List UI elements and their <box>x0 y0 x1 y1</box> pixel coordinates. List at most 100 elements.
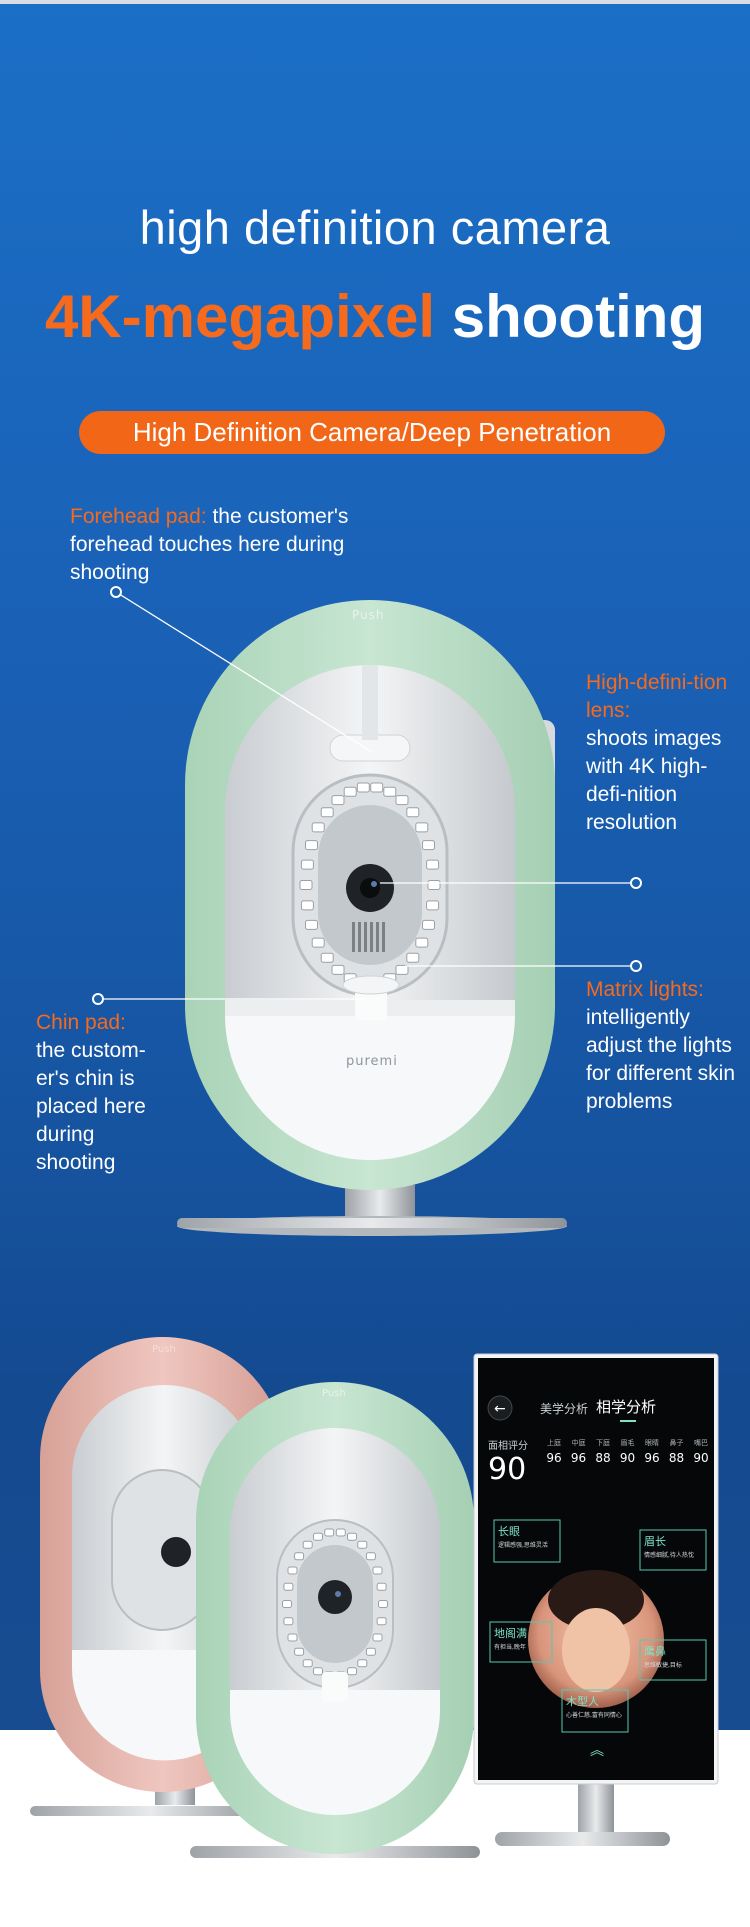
screen-tag-desc: 思维敏捷,目标 <box>644 1662 682 1669</box>
screen-metric-label: 嘴巴 <box>694 1439 708 1447</box>
screen-metric: 眼睛 96 <box>640 1438 664 1465</box>
screen-metric-label: 下庭 <box>596 1439 610 1447</box>
screen-tag-desc: 逻辑感强,思维灵活 <box>498 1542 548 1549</box>
led-light <box>370 782 384 793</box>
headline-highlight: 4K-megapixel <box>44 283 436 350</box>
led-light <box>422 840 435 851</box>
display-monitor: ← ︽ <box>473 1353 719 1846</box>
callout-lights: Matrix lights: intelligently adjust the … <box>586 976 736 1116</box>
led-light <box>283 1617 294 1626</box>
led-light <box>302 1540 313 1549</box>
callout-lights-text: intelligently adjust the lights for diff… <box>586 1006 736 1113</box>
screen-score-label: 面相评分 <box>488 1441 528 1452</box>
led-light <box>422 919 435 930</box>
screen-tab-aesthetic[interactable]: 美学分析 <box>540 1402 589 1416</box>
svg-text:Push: Push <box>152 1344 176 1355</box>
screen-tag-title: 长眼 <box>498 1525 520 1538</box>
led-light <box>300 859 314 870</box>
screen-metric-value: 88 <box>668 1451 685 1465</box>
led-light <box>376 1617 387 1626</box>
led-light <box>335 1528 346 1537</box>
screen-metric-label: 眼睛 <box>645 1439 659 1447</box>
led-light <box>311 822 325 833</box>
led-light <box>372 1633 383 1642</box>
screen-tag-title: 地阁满 <box>494 1627 527 1640</box>
screen-score: 90 <box>488 1452 527 1487</box>
led-light <box>287 1633 298 1642</box>
led-light <box>426 900 440 911</box>
screen-tag-desc: 情感细腻,待人热忱 <box>644 1552 694 1559</box>
led-light <box>357 1540 368 1549</box>
screen-metric: 上庭 96 <box>542 1438 566 1465</box>
led-light <box>347 1667 357 1676</box>
screen-metric-value: 96 <box>570 1451 587 1465</box>
screen-metric: 鼻子 88 <box>665 1438 689 1465</box>
leader-lines <box>98 591 636 1000</box>
lights-dot <box>630 960 642 972</box>
screen-metric-label: 上庭 <box>547 1439 561 1447</box>
chin-dot <box>92 993 104 1005</box>
led-light <box>406 807 420 818</box>
led-light <box>313 1667 323 1676</box>
led-light <box>287 1566 298 1575</box>
screen-metric-label: 眉毛 <box>620 1439 635 1447</box>
screen-metric: 嘴巴 90 <box>689 1438 713 1465</box>
chin-pad <box>342 975 400 995</box>
feature-badge: High Definition Camera/Deep Penetration <box>79 411 665 454</box>
screen-metric-label: 中庭 <box>571 1439 586 1447</box>
screen-metric-value: 96 <box>644 1451 660 1465</box>
led-light <box>415 822 429 833</box>
screen-tag-desc: 心善仁慈,富有同情心 <box>566 1712 622 1719</box>
led-light <box>426 859 440 870</box>
screen-metric-label: 鼻子 <box>669 1439 684 1447</box>
screen-tab-physiognomy[interactable]: 相学分析 <box>596 1398 657 1416</box>
headline-rest: shooting <box>435 283 706 350</box>
screen-metric-value: 96 <box>546 1451 562 1465</box>
callout-forehead: Forehead pad: the customer's forehead to… <box>70 503 400 587</box>
lens-dot <box>630 877 642 889</box>
led-light <box>415 937 429 948</box>
led-light <box>365 1552 376 1561</box>
led-light <box>395 795 409 806</box>
screen-metric-value: 90 <box>693 1451 709 1465</box>
push-label: Push <box>352 608 385 622</box>
led-light <box>383 786 397 797</box>
led-light <box>406 952 420 963</box>
headline-line2: 4K-megapixel shooting <box>0 282 750 351</box>
led-light <box>305 840 318 851</box>
matrix-lights <box>299 782 441 988</box>
led-light <box>294 1552 305 1561</box>
led-light <box>372 1566 383 1575</box>
svg-text:︽: ︽ <box>590 1743 604 1759</box>
led-light <box>343 786 357 797</box>
headline-line1: high definition camera <box>139 201 611 254</box>
screen-metric: 中庭 96 <box>567 1438 591 1465</box>
led-light <box>311 937 325 948</box>
led-light <box>347 1532 357 1541</box>
led-light <box>300 900 314 911</box>
screen-tag: 眉长情感细腻,待人热忱 <box>644 1533 704 1560</box>
led-light <box>324 1528 335 1537</box>
led-light <box>299 880 313 890</box>
led-light <box>331 964 345 975</box>
screen-tag: 长眼逻辑感强,思维灵活 <box>498 1523 558 1550</box>
led-light <box>378 1600 388 1608</box>
led-light <box>356 782 370 793</box>
screen-tag-title: 鹰鼻 <box>644 1645 666 1658</box>
callout-forehead-text: the customer's forehead touches here dur… <box>70 505 349 584</box>
screen-metric-value: 90 <box>619 1451 636 1465</box>
brand-logo: puremi <box>346 1054 398 1069</box>
led-light <box>302 1659 313 1668</box>
led-light <box>376 1582 387 1591</box>
svg-text:Push: Push <box>322 1388 346 1399</box>
callout-forehead-title: Forehead pad: <box>70 505 207 528</box>
callout-lens-text: shoots images with 4K high-defi-nition r… <box>586 727 722 834</box>
top-divider <box>0 0 750 4</box>
callout-chin-title: Chin pad: <box>36 1011 126 1034</box>
device-stand <box>177 1185 567 1236</box>
